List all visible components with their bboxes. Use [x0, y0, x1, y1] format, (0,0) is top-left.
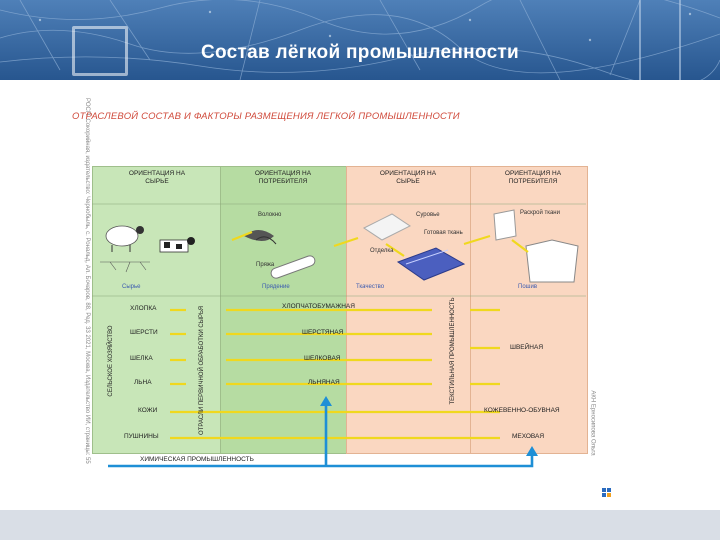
textile-silk: ШЕЛКОВАЯ	[304, 355, 341, 362]
raw-leather: КОЖИ	[138, 407, 158, 414]
slide-title: Состав лёгкой промышленности	[200, 42, 520, 63]
figure-title: ОТРАСЛЕВОЙ СОСТАВ И ФАКТОРЫ РАЗМЕЩЕНИЯ Л…	[72, 111, 460, 122]
textile-wool: ШЕРСТЯНАЯ	[302, 329, 344, 336]
raw-wool: ШЕРСТИ	[130, 329, 158, 336]
decorative-frame-icon	[72, 26, 128, 76]
raw-flax: ЛЬНА	[134, 379, 152, 386]
stage-spinning: Прядение	[262, 284, 290, 290]
label-raw-goods: Суровье	[416, 212, 440, 218]
logo-icon	[602, 488, 611, 497]
raw-group-label: СЕЛЬСКОЕ ХОЗЯЙСТВО	[108, 325, 114, 397]
stage-raw: Сырье	[122, 284, 141, 290]
column-heading-4: ОРИЕНТАЦИЯ НА ПОТРЕБИТЕЛЯ	[504, 170, 562, 185]
cow-icon	[159, 237, 195, 253]
stage-sewing: Пошив	[518, 284, 538, 290]
shirt-icon	[525, 239, 579, 283]
cut-fabric-icon	[493, 209, 517, 241]
column-heading-1: ОРИЕНТАЦИЯ НА СЫРЬЕ	[128, 170, 186, 185]
stage-weaving: Ткачество	[356, 284, 385, 290]
yarn-spool-icon	[270, 255, 316, 279]
chemical-industry: ХИМИЧЕСКАЯ ПРОМЫШЛЕННОСТЬ	[140, 456, 254, 463]
panel-col1	[92, 166, 222, 454]
slide-header: Состав лёгкой промышленности	[0, 0, 720, 80]
sheep-icon	[105, 225, 144, 252]
label-finished-fabric: Готовая ткань	[424, 230, 463, 236]
column-heading-3: ОРИЕНТАЦИЯ НА СЫРЬЕ	[379, 170, 437, 185]
label-fiber: Волокно	[258, 212, 282, 218]
raw-fabric-icon	[363, 213, 411, 241]
branch-leather: КОЖЕВЕННО-ОБУВНАЯ	[484, 407, 560, 414]
raw-silk: ШЕЛКА	[130, 355, 153, 362]
textile-flax: ЛЬНЯНАЯ	[308, 379, 340, 386]
finished-fabric-icon	[396, 247, 466, 281]
branch-sewing: ШВЕЙНАЯ	[510, 344, 544, 351]
label-yarn: Пряжа	[256, 262, 275, 268]
label-dressing: Отделка	[370, 248, 394, 254]
textile-cotton: ХЛОПЧАТОБУМАЖНАЯ	[282, 303, 355, 310]
raw-fur: ПУШНИНЫ	[124, 433, 159, 440]
branch-fur: МЕХОВАЯ	[512, 433, 545, 440]
cotton-plant-icon	[100, 261, 150, 273]
column-heading-2: ОРИЕНТАЦИЯ НА ПОТРЕБИТЕЛЯ	[254, 170, 312, 185]
textile-label: ТЕКСТИЛЬНАЯ ПРОМЫШЛЕННОСТЬ	[450, 297, 456, 405]
map-background	[0, 0, 720, 80]
slide-footer	[0, 510, 720, 540]
primary-processing-label: ОТРАСЛИ ПЕРВИЧНОЙ ОБРАБОТКИ СЫРЬЯ	[199, 306, 205, 435]
raw-cotton: ХЛОПКА	[130, 305, 157, 312]
label-cutting: Раскрой ткани	[520, 210, 560, 216]
